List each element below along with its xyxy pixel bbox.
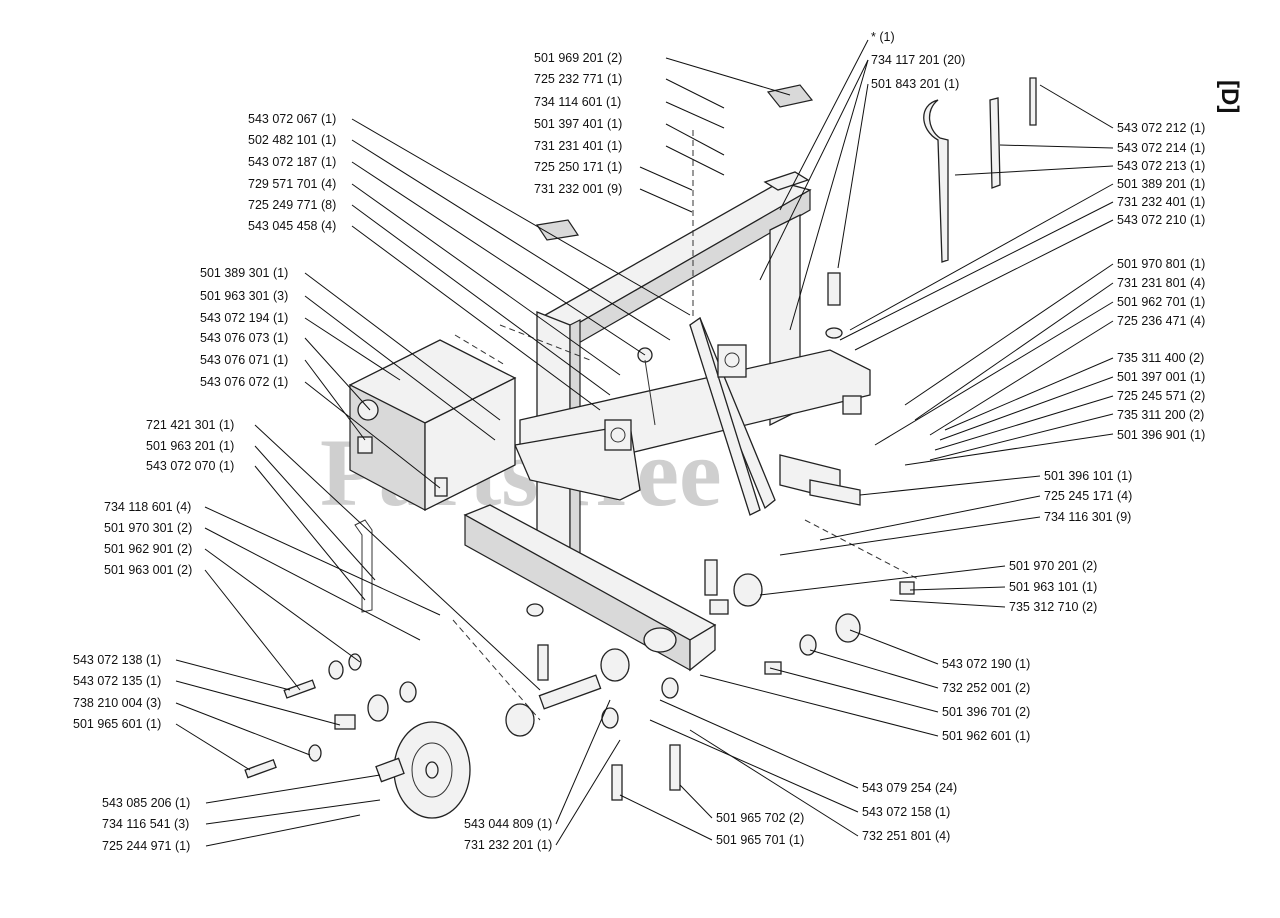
callout: 543 072 067 (1) [248,112,336,126]
callout: 725 245 571 (2) [1117,389,1205,403]
callout: 731 231 401 (1) [534,139,622,153]
callout: 543 072 210 (1) [1117,213,1205,227]
callout: 734 116 301 (9) [1044,510,1131,524]
callout: 732 252 001 (2) [942,681,1030,695]
callout: 543 072 213 (1) [1117,159,1205,173]
callout: 731 231 801 (4) [1117,276,1205,290]
callout: 501 843 201 (1) [871,77,959,91]
callout: 501 389 301 (1) [200,266,288,280]
callout: 543 072 214 (1) [1117,141,1205,155]
callout: 501 970 201 (2) [1009,559,1097,573]
callout: 501 970 801 (1) [1117,257,1205,271]
callout: 543 085 206 (1) [102,796,190,810]
callout: 735 311 200 (2) [1117,408,1204,422]
callout: 731 232 201 (1) [464,838,552,852]
callout: 543 045 458 (4) [248,219,336,233]
callout: 734 114 601 (1) [534,95,621,109]
callout: 543 072 190 (1) [942,657,1030,671]
callout: 543 079 254 (24) [862,781,957,795]
callout: 501 396 101 (1) [1044,469,1132,483]
callout: 725 232 771 (1) [534,72,622,86]
callout: 725 250 171 (1) [534,160,622,174]
callout: 731 232 401 (1) [1117,195,1205,209]
callout: 501 969 201 (2) [534,51,622,65]
callout: 543 072 194 (1) [200,311,288,325]
callout: 543 044 809 (1) [464,817,552,831]
frame-illustration [244,77,1037,819]
leader-lines [175,39,1114,847]
callout: 543 072 187 (1) [248,155,336,169]
callout: 732 251 801 (4) [862,829,950,843]
callout: 734 118 601 (4) [104,500,191,514]
callout: 735 311 400 (2) [1117,351,1204,365]
callout: 501 396 901 (1) [1117,428,1205,442]
callout-labels: 501 969 201 (2) 725 232 771 (1) 734 114 … [73,30,1205,853]
callout: 501 965 702 (2) [716,811,804,825]
callout: 731 232 001 (9) [534,182,622,196]
callout: 501 962 901 (2) [104,542,192,556]
callout: 502 482 101 (1) [248,133,336,147]
callout: 734 117 201 (20) [871,53,965,67]
callout: 725 249 771 (8) [248,198,336,212]
callout: 721 421 301 (1) [146,418,234,432]
callout: 543 072 138 (1) [73,653,161,667]
callout: 501 965 701 (1) [716,833,804,847]
callout: 725 236 471 (4) [1117,314,1205,328]
callout: 501 962 601 (1) [942,729,1030,743]
callout: 501 397 001 (1) [1117,370,1205,384]
callout: 725 244 971 (1) [102,839,190,853]
callout: 543 072 158 (1) [862,805,950,819]
callout: * (1) [871,30,895,44]
callout: 543 072 135 (1) [73,674,161,688]
callout: 725 245 171 (4) [1044,489,1132,503]
callout: 735 312 710 (2) [1009,600,1097,614]
callout: 501 963 201 (1) [146,439,234,453]
callout: 543 072 212 (1) [1117,121,1205,135]
callout: 501 397 401 (1) [534,117,622,131]
callout: 543 076 072 (1) [200,375,288,389]
callout: 501 962 701 (1) [1117,295,1205,309]
callout: 738 210 004 (3) [73,696,161,710]
callout: 734 116 541 (3) [102,817,189,831]
callout: 729 571 701 (4) [248,177,336,191]
callout: 543 076 073 (1) [200,331,288,345]
callout: 543 076 071 (1) [200,353,288,367]
callout: 501 963 101 (1) [1009,580,1097,594]
callout: 501 965 601 (1) [73,717,161,731]
callout: 501 389 201 (1) [1117,177,1205,191]
callout: 501 396 701 (2) [942,705,1030,719]
callout: 501 963 001 (2) [104,563,192,577]
section-id: [D] [1216,80,1243,113]
callout: 501 963 301 (3) [200,289,288,303]
callout: 543 072 070 (1) [146,459,234,473]
callout: 501 970 301 (2) [104,521,192,535]
